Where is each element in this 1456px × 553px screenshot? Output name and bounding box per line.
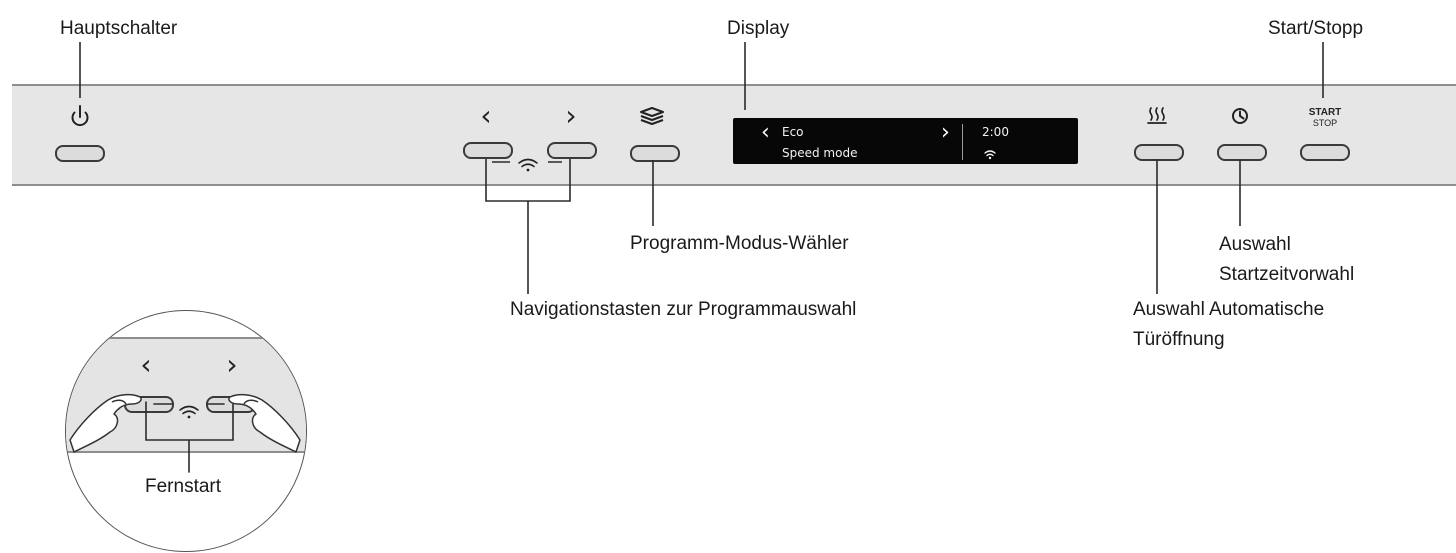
- nav-right-button[interactable]: [547, 142, 597, 159]
- steam-icon: [1147, 107, 1167, 124]
- start-stop-icon: START STOP: [1300, 108, 1350, 128]
- display-chevron-left-icon: ‹: [761, 120, 770, 145]
- label-tueroeffnung-2: Türöffnung: [1133, 329, 1225, 350]
- display-separator: [962, 124, 963, 160]
- zoom-bracket: [145, 401, 234, 441]
- label-programm-modus-waehler: Programm-Modus-Wähler: [630, 233, 849, 254]
- chevron-left-icon: ‹: [480, 99, 492, 132]
- zoom-chevron-right-icon: ›: [226, 348, 238, 381]
- label-auswahl-startzeit-1: Auswahl: [1219, 234, 1291, 255]
- stop-text: STOP: [1312, 118, 1338, 128]
- hand-icon: [69, 393, 142, 453]
- display-mode: Speed mode: [782, 146, 858, 160]
- display-time: 2:00: [982, 125, 1009, 139]
- start-stop-button[interactable]: [1300, 144, 1350, 161]
- label-start-stopp: Start/Stopp: [1268, 18, 1364, 39]
- start-text: START: [1308, 107, 1342, 118]
- zoom-wifi-icon: [179, 405, 199, 419]
- power-button[interactable]: [55, 145, 105, 162]
- label-display: Display: [727, 18, 790, 39]
- label-tueroeffnung-1: Auswahl Automatische: [1133, 299, 1325, 320]
- display-chevron-right-icon: ›: [941, 120, 950, 145]
- delay-start-button[interactable]: [1217, 144, 1267, 161]
- label-hauptschalter: Hauptschalter: [60, 18, 178, 39]
- door-open-button[interactable]: [1134, 144, 1184, 161]
- program-mode-button[interactable]: [630, 145, 680, 162]
- label-navigationstasten: Navigationstasten zur Programmauswahl: [510, 299, 857, 320]
- clock-icon: [1232, 108, 1248, 124]
- chevron-right-icon: ›: [565, 99, 577, 132]
- display-screen: [733, 118, 1078, 164]
- nav-left-button[interactable]: [463, 142, 513, 159]
- power-icon: [71, 105, 89, 127]
- label-fernstart: Fernstart: [145, 476, 222, 497]
- layers-icon: [640, 107, 664, 125]
- wifi-icon: [518, 158, 538, 172]
- display-program: Eco: [782, 125, 804, 139]
- display-wifi-icon: [984, 150, 996, 160]
- label-auswahl-startzeit-2: Startzeitvorwahl: [1219, 264, 1355, 285]
- nav-bracket: [485, 159, 571, 202]
- zoom-chevron-left-icon: ‹: [140, 348, 152, 381]
- hand-icon-right: [228, 393, 301, 453]
